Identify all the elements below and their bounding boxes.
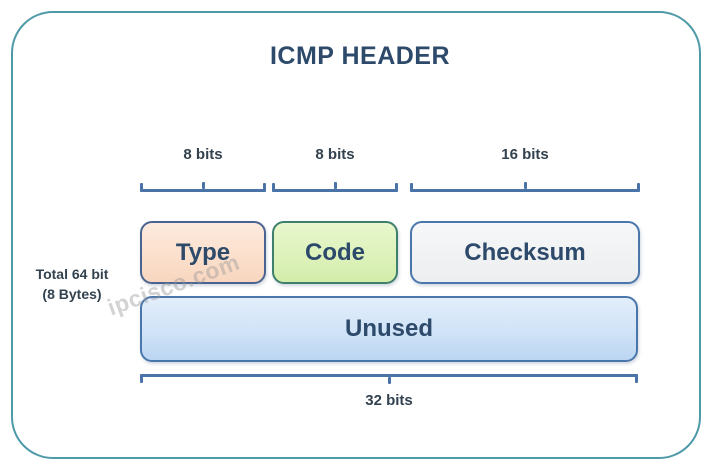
bit-label-total: 32 bits [365,392,413,409]
bracket-cap-left [410,183,413,192]
bracket-bar [410,189,640,192]
field-box-checksum: Checksum [410,221,640,284]
bit-label-code: 8 bits [315,146,355,163]
total-size-line1: Total 64 bit [35,266,109,282]
field-box-code: Code [272,221,398,284]
bracket-checksum [410,180,640,192]
total-size-label: Total 64 bit (8 Bytes) [8,264,136,304]
bit-label-type: 8 bits [183,146,223,163]
bracket-cap-right [635,374,638,383]
bracket-cap-right [263,183,266,192]
bracket-cap-left [140,183,143,192]
bracket-cap-left [140,374,143,383]
bracket-center-tick [387,377,391,384]
diagram-title: ICMP HEADER [269,42,451,70]
bracket-bar [140,374,638,377]
bracket-bar [272,189,398,192]
bit-label-checksum: 16 bits [501,146,549,163]
bracket-cap-left [272,183,275,192]
bracket-code [272,180,398,192]
bracket-center-tick [523,182,527,189]
bracket-cap-right [637,183,640,192]
field-box-type: Type [140,221,266,284]
bracket-total-width [140,374,638,386]
bracket-center-tick [201,182,205,189]
field-box-unused: Unused [140,296,638,362]
bracket-cap-right [395,183,398,192]
bracket-type [140,180,266,192]
bracket-center-tick [333,182,337,189]
total-size-line2: (8 Bytes) [42,286,102,302]
bracket-bar [140,189,266,192]
